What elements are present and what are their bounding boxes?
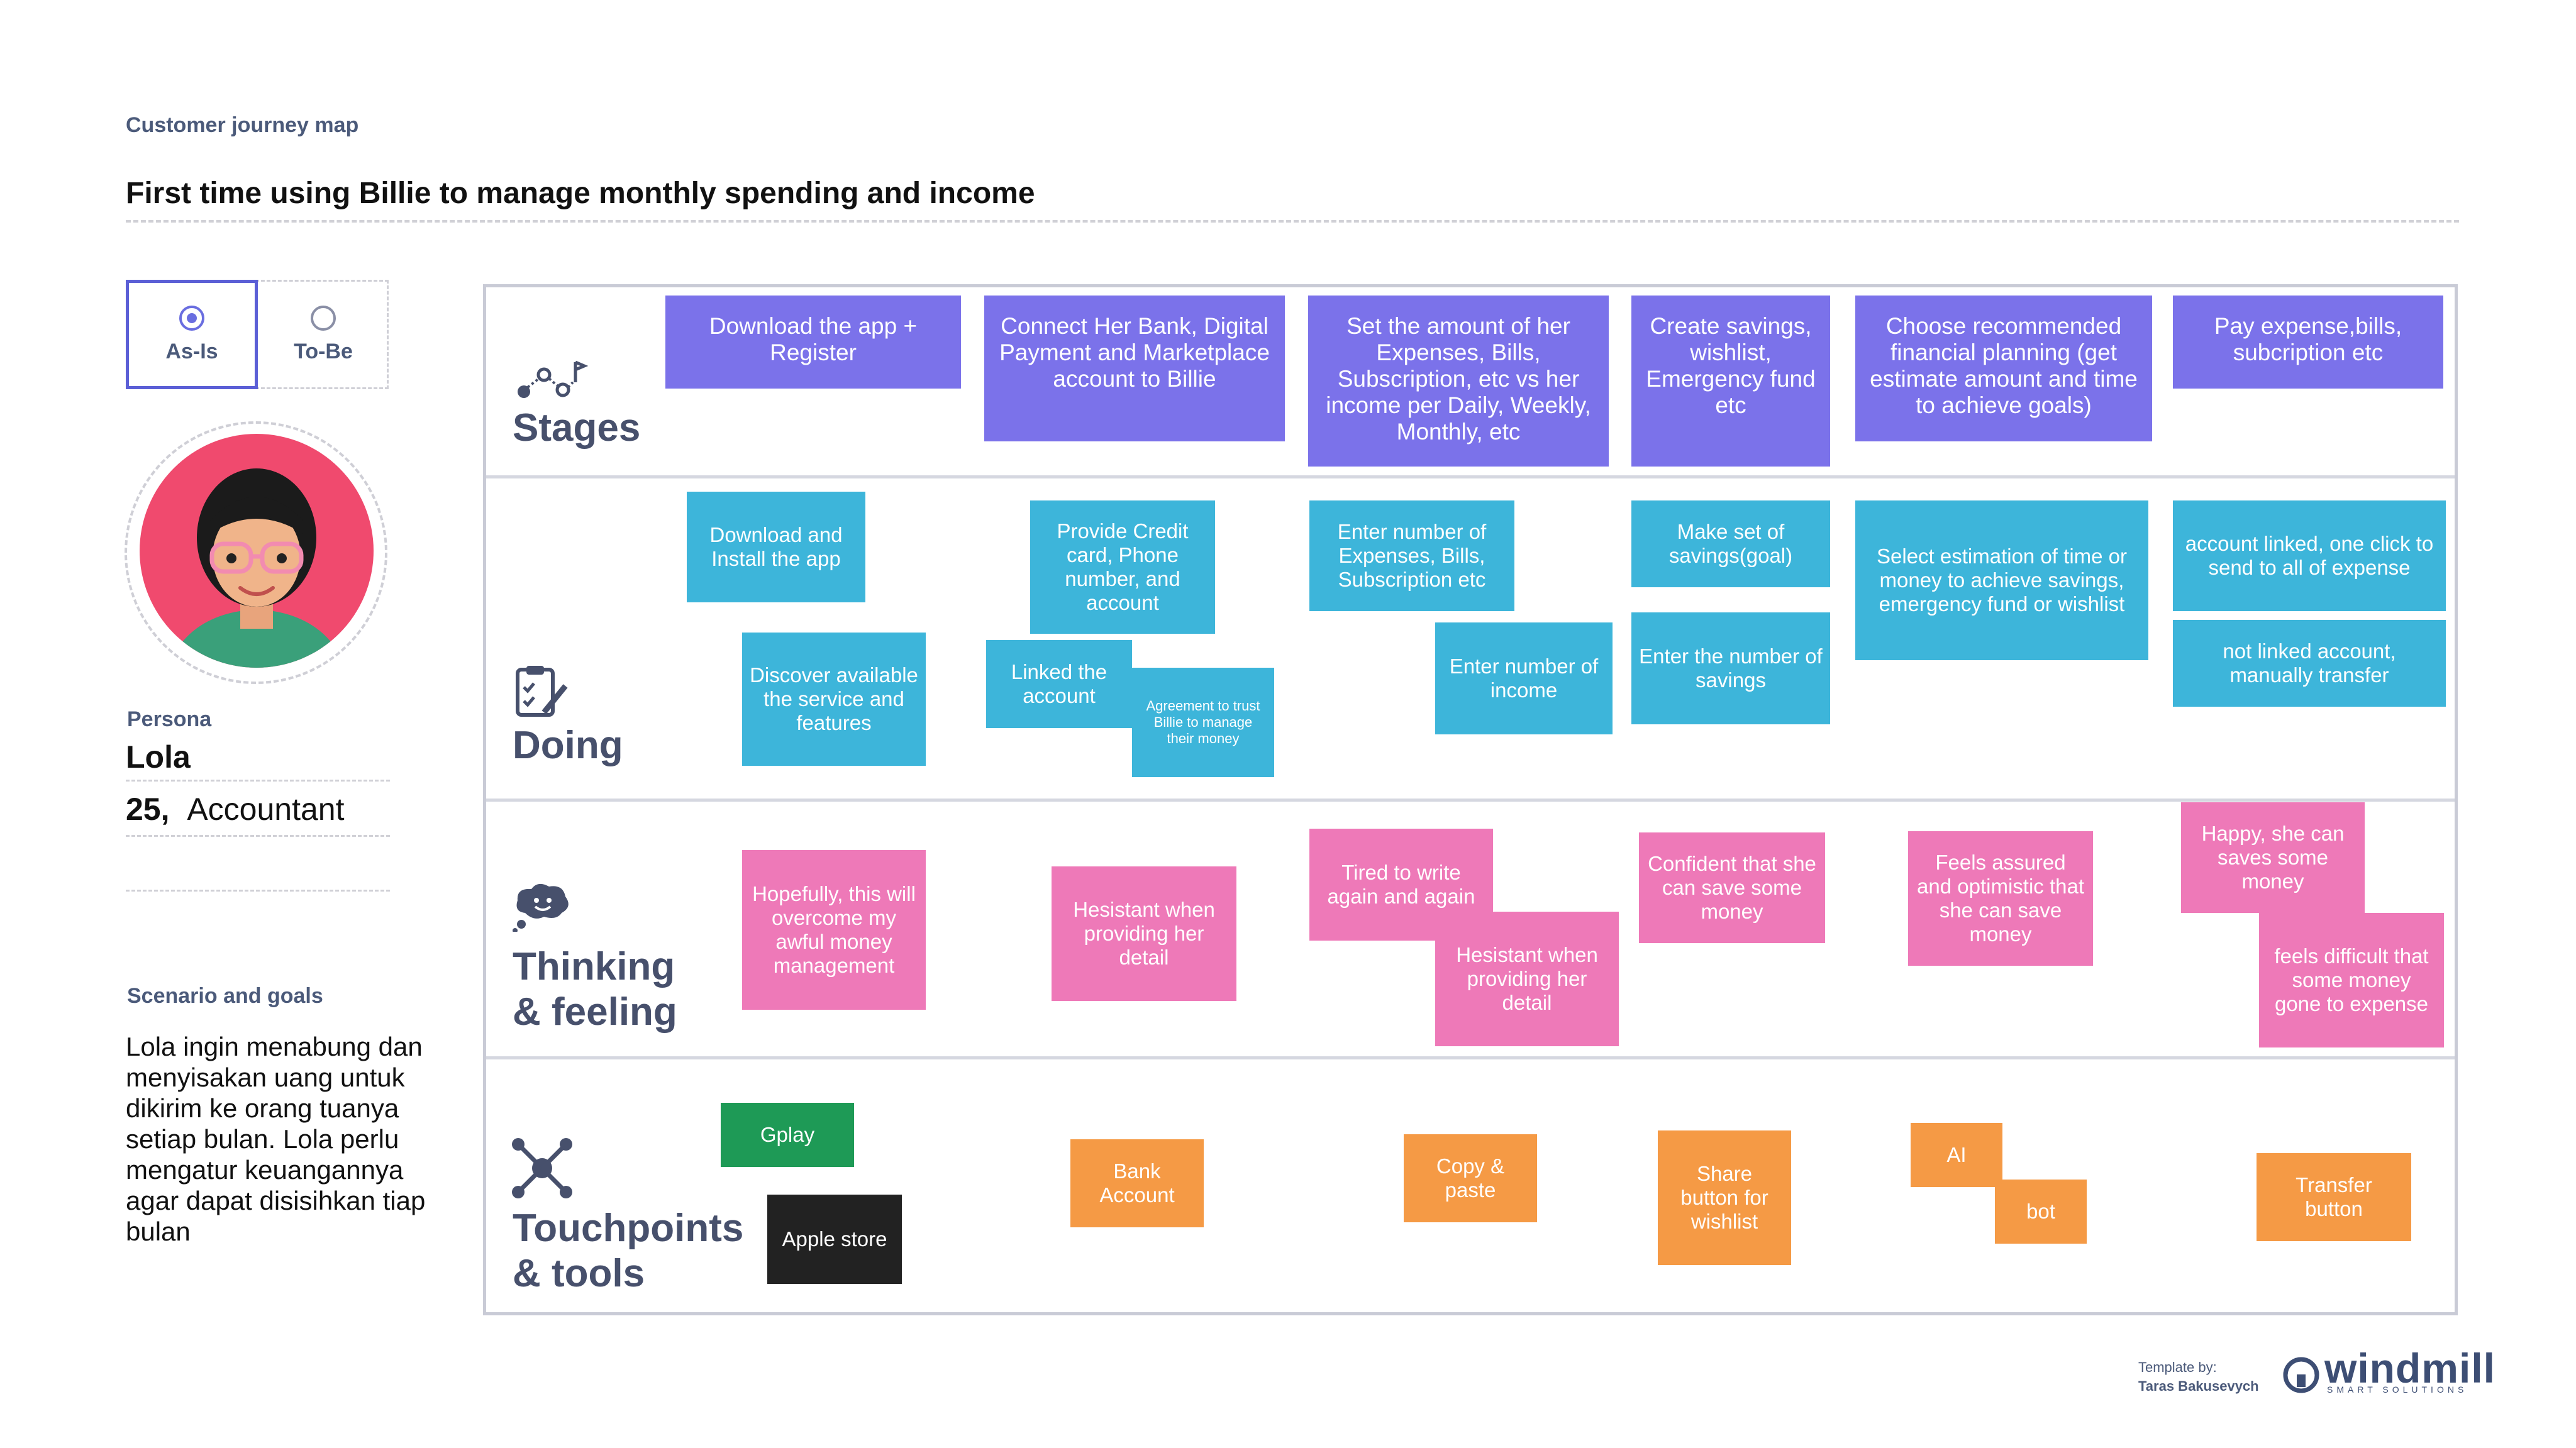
doing-note[interactable]: Discover available the service and featu… — [742, 633, 926, 766]
stage-note[interactable]: Choose recommended financial planning (g… — [1855, 296, 2152, 441]
tool-note[interactable]: Apple store — [767, 1195, 902, 1284]
doing-note[interactable]: Enter the number of savings — [1631, 612, 1830, 724]
doing-note[interactable]: Agreement to trust Billie to manage thei… — [1132, 668, 1274, 777]
row-title-doing: Doing — [513, 724, 623, 767]
windmill-logo-icon — [2283, 1357, 2319, 1393]
row-title-thinking: Thinking & feeling — [513, 944, 677, 1035]
persona-divider — [126, 780, 390, 782]
radio-empty-icon — [311, 305, 336, 331]
brand-tagline: SMART SOLUTIONS — [2327, 1384, 2468, 1395]
to-be-option[interactable]: To-Be — [258, 280, 389, 389]
tool-note[interactable]: Share button for wishlist — [1658, 1130, 1791, 1265]
stage-note[interactable]: Connect Her Bank, Digital Payment and Ma… — [984, 296, 1285, 441]
as-is-label: As-Is — [165, 339, 218, 363]
stage-note[interactable]: Create savings, wishlist, Emergency fund… — [1631, 296, 1830, 467]
row-divider — [486, 799, 2455, 802]
doing-note[interactable]: Linked the account — [986, 640, 1132, 728]
row-title-touchpoints-line2: & tools — [513, 1252, 645, 1295]
tool-note[interactable]: Bank Account — [1070, 1139, 1204, 1227]
template-author: Taras Bakusevych — [2138, 1378, 2259, 1394]
doing-note[interactable]: not linked account, manually transfer — [2173, 620, 2446, 707]
persona-label: Persona — [127, 707, 212, 731]
network-icon — [512, 1138, 572, 1198]
persona-details: 25, Accountant — [126, 791, 344, 827]
brand-logo[interactable]: windmill — [2324, 1345, 2496, 1391]
persona-divider-2 — [126, 835, 390, 837]
stage-note[interactable]: Pay expense,bills, subcription etc — [2173, 296, 2443, 389]
doing-note[interactable]: Download and Install the app — [687, 492, 865, 602]
page-eyebrow: Customer journey map — [126, 113, 359, 137]
row-title-thinking-line2: & feeling — [513, 990, 677, 1034]
persona-divider-3 — [126, 890, 390, 892]
row-title-stages: Stages — [513, 406, 641, 450]
tool-note[interactable]: bot — [1995, 1180, 2087, 1244]
persona-occupation: Accountant — [187, 792, 345, 827]
row-divider — [486, 1056, 2455, 1059]
tool-note[interactable]: Copy & paste — [1404, 1134, 1537, 1222]
row-title-thinking-line1: Thinking — [513, 945, 675, 988]
clipboard-icon — [516, 666, 568, 717]
tool-note[interactable]: Gplay — [721, 1103, 854, 1167]
tool-note[interactable]: AI — [1911, 1123, 2002, 1187]
doing-note[interactable]: Select estimation of time or money to ac… — [1855, 500, 2148, 660]
doing-note[interactable]: Enter number of income — [1435, 622, 1613, 734]
persona-illustration — [169, 468, 344, 668]
row-title-touchpoints: Touchpoints & tools — [513, 1206, 743, 1296]
thinking-note[interactable]: Hesistant when providing her detail — [1052, 866, 1236, 1001]
doing-note[interactable]: Provide Credit card, Phone number, and a… — [1030, 500, 1215, 634]
stages-icon — [518, 360, 588, 398]
thinking-note[interactable]: Tired to write again and again — [1309, 829, 1493, 941]
persona-age: 25, — [126, 792, 170, 827]
doing-note[interactable]: Make set of savings(goal) — [1631, 500, 1830, 587]
scenario-label: Scenario and goals — [127, 984, 323, 1008]
thinking-note[interactable]: Feels assured and optimistic that she ca… — [1908, 831, 2093, 966]
row-divider — [486, 475, 2455, 478]
template-credit: Template by: Taras Bakusevych — [2138, 1358, 2259, 1396]
radio-selected-icon — [179, 305, 204, 331]
persona-avatar — [140, 434, 374, 668]
thought-bubble-icon — [513, 883, 569, 932]
row-title-touchpoints-line1: Touchpoints — [513, 1207, 744, 1250]
thinking-note[interactable]: Confident that she can save some money — [1639, 832, 1825, 943]
doing-note[interactable]: account linked, one click to send to all… — [2173, 500, 2446, 611]
tool-note[interactable]: Transfer button — [2257, 1153, 2411, 1241]
title-divider — [126, 220, 2459, 223]
to-be-label: To-Be — [294, 339, 353, 363]
thinking-note[interactable]: Happy, she can saves some money — [2181, 802, 2365, 913]
page-title: First time using Billie to manage monthl… — [126, 177, 1035, 210]
scenario-text: Lola ingin menabung dan menyisakan uang … — [126, 1032, 426, 1246]
stage-note[interactable]: Set the amount of her Expenses, Bills, S… — [1308, 296, 1609, 467]
doing-note[interactable]: Enter number of Expenses, Bills, Subscri… — [1309, 500, 1514, 611]
journey-board — [483, 284, 2458, 1315]
stage-note[interactable]: Download the app + Register — [665, 296, 961, 389]
persona-avatar-ring — [125, 421, 387, 684]
template-by-label: Template by: — [2138, 1359, 2217, 1375]
thinking-note[interactable]: feels difficult that some money gone to … — [2259, 913, 2444, 1047]
persona-name: Lola — [126, 739, 191, 775]
thinking-note[interactable]: Hopefully, this will overcome my awful m… — [742, 850, 926, 1010]
as-is-option[interactable]: As-Is — [126, 280, 258, 389]
